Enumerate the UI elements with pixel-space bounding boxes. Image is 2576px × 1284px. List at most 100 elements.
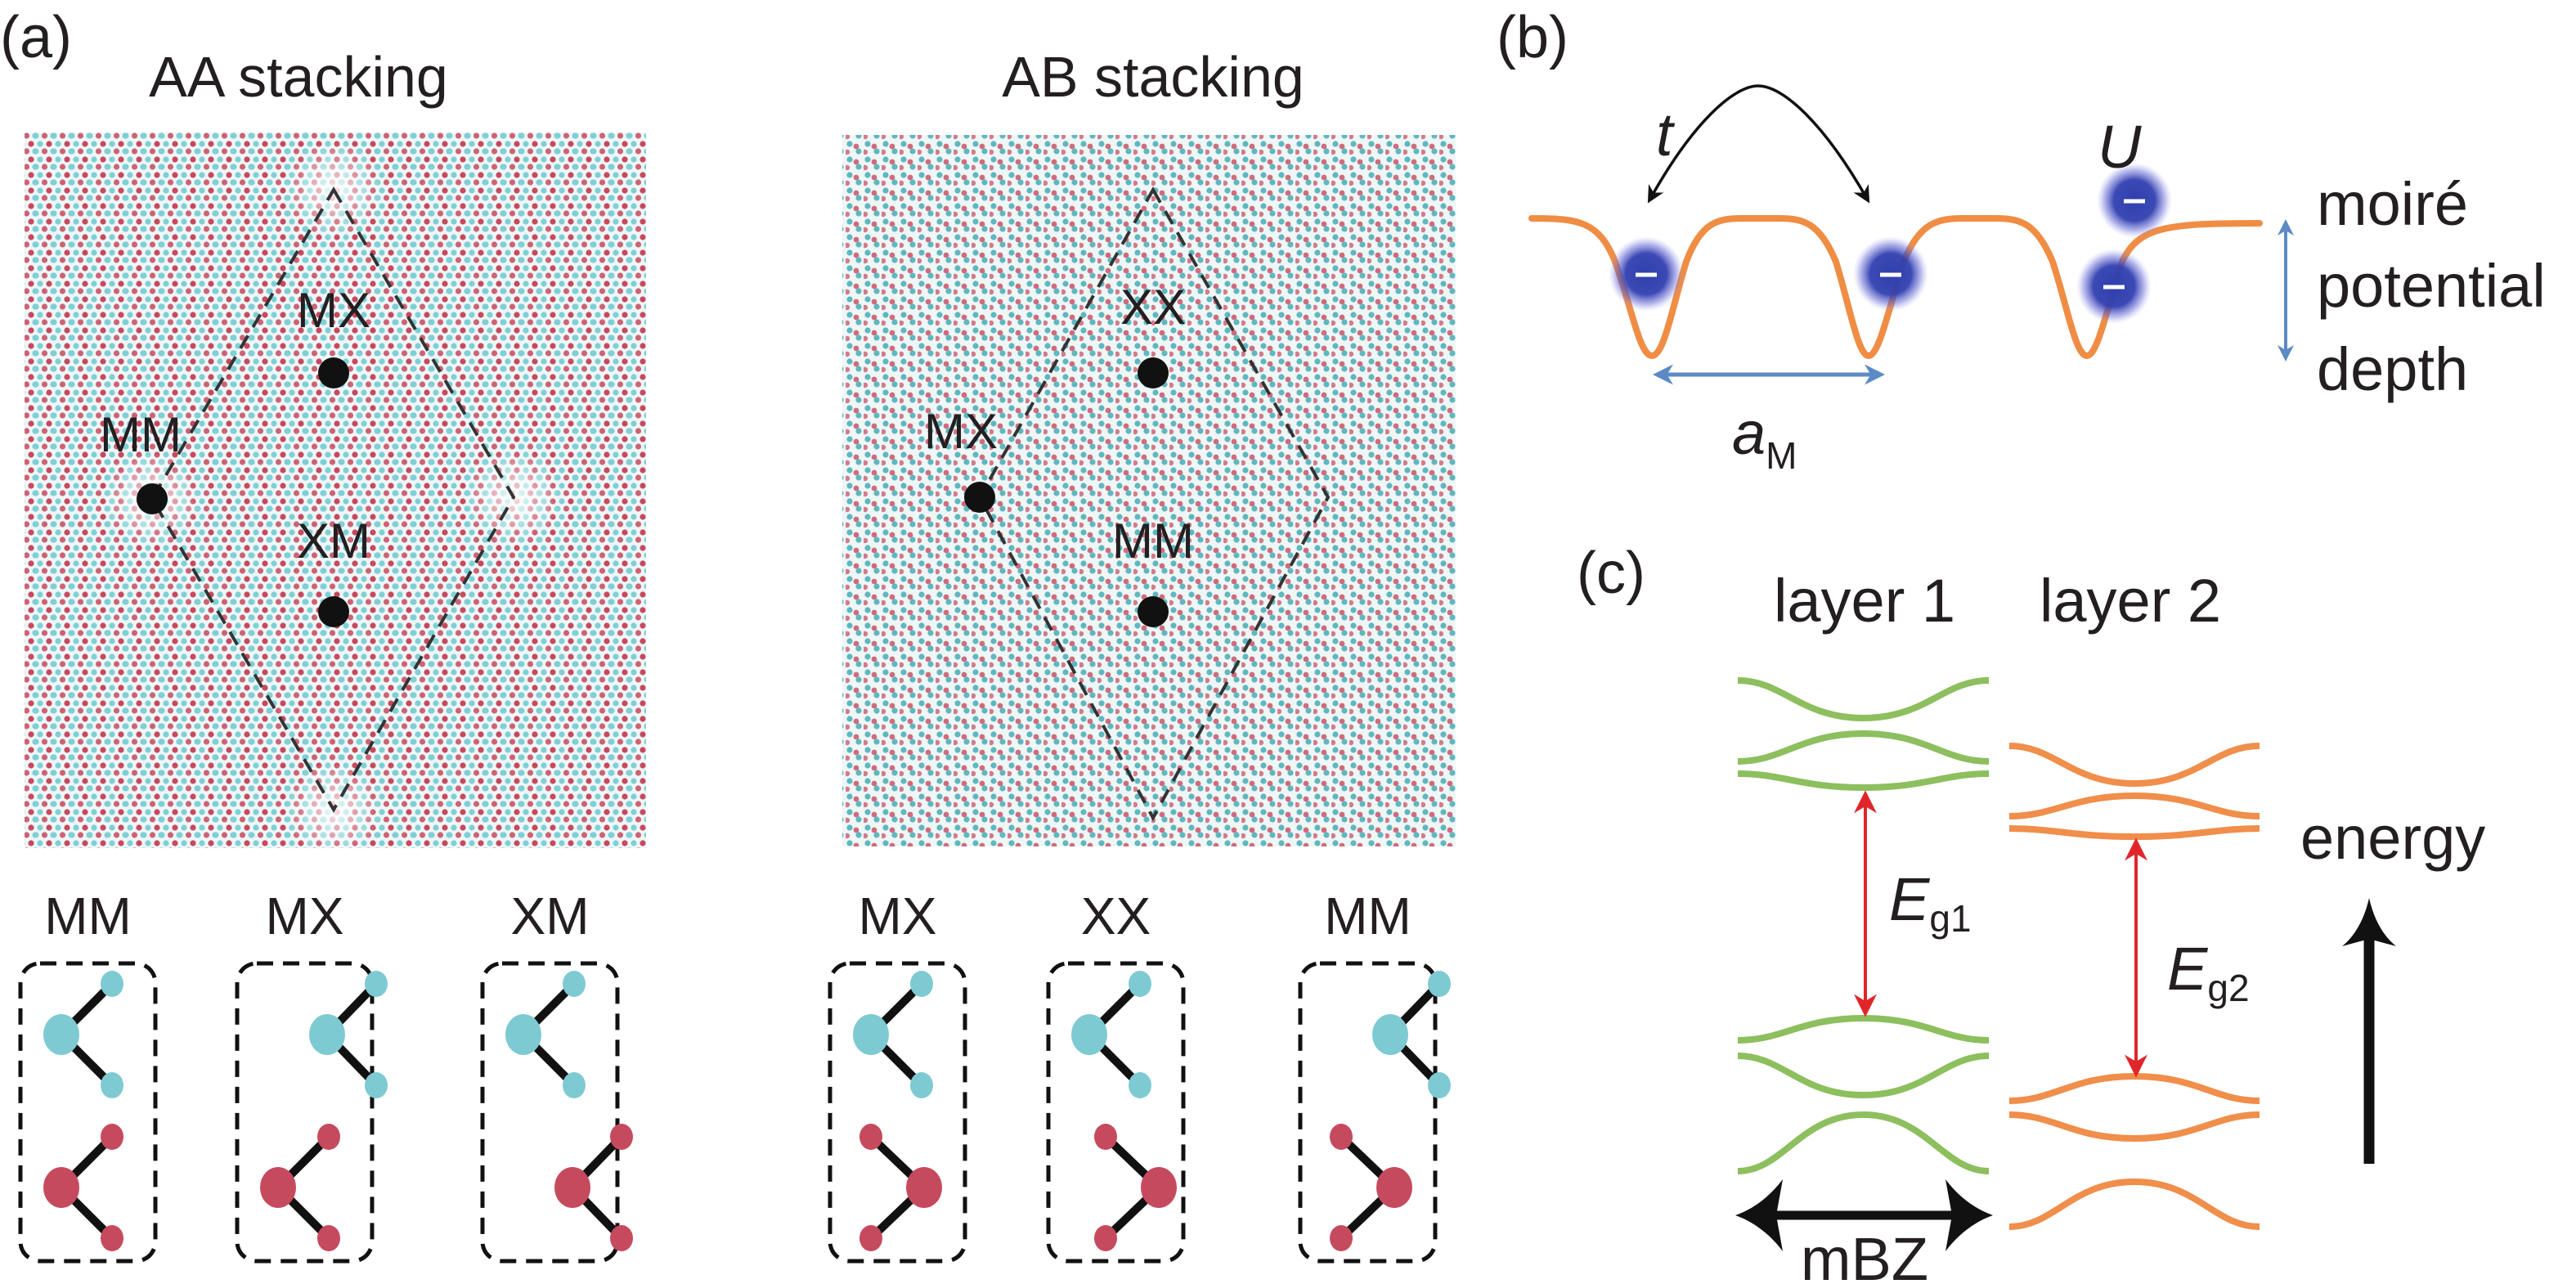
layer2-valence-band bbox=[2008, 1178, 2260, 1230]
aa-site-dot-mx bbox=[318, 357, 349, 388]
chalcogen-atom bbox=[563, 1072, 586, 1098]
layer2-conduction-band bbox=[2008, 825, 2260, 841]
chalcogen-atom bbox=[910, 1072, 933, 1098]
layer1-valence-band bbox=[1737, 1014, 1990, 1044]
layer2-valence-band bbox=[2008, 1072, 2260, 1104]
layer1-conduction-band bbox=[1737, 730, 1990, 765]
aa-site-label-top: MX bbox=[297, 283, 370, 338]
panel-b: (b) t U aM moiré poten bbox=[1497, 5, 2546, 477]
layer1-label: layer 1 bbox=[1774, 567, 1955, 635]
ab-site-dot-xx bbox=[1138, 357, 1169, 388]
energy-label: energy bbox=[2300, 804, 2485, 872]
electron-3 bbox=[2097, 163, 2172, 238]
layer1-valence-band bbox=[1737, 1053, 1990, 1099]
metal-atom bbox=[1376, 1167, 1412, 1208]
aa-stacking: AA stacking MX MM XM bbox=[25, 45, 646, 859]
layer2-valence-band bbox=[2008, 1111, 2260, 1143]
atom-config-mx: MX bbox=[235, 887, 388, 1264]
mbz-arrow bbox=[1735, 1179, 1993, 1251]
atom-config-label: MM bbox=[44, 887, 132, 945]
bottom-layer-molecule bbox=[1094, 1124, 1177, 1251]
top-layer-molecule bbox=[505, 971, 586, 1098]
chalcogen-atom bbox=[365, 971, 388, 997]
atom-config-mx: MX bbox=[828, 887, 967, 1264]
ab-site-dot-mx bbox=[964, 482, 995, 513]
aa-site-dot-mm bbox=[137, 483, 168, 514]
depth-label-line-1: moiré bbox=[2317, 170, 2468, 238]
chalcogen-atom bbox=[101, 1124, 123, 1150]
lattice-constant-label: aM bbox=[1732, 399, 1797, 477]
panel-c: (c) layer 1 layer 2 Eg1 Eg2 mBZ energy bbox=[1577, 541, 2485, 1284]
moire-potential-curve bbox=[1528, 215, 2263, 360]
chalcogen-atom bbox=[365, 1072, 388, 1098]
chalcogen-atom bbox=[101, 1225, 123, 1251]
panel-c-label: (c) bbox=[1577, 541, 1645, 606]
atom-config-xm: XM bbox=[480, 887, 633, 1264]
hopping-symbol: t bbox=[1656, 101, 1676, 168]
gap2-symbol: E bbox=[2167, 935, 2209, 1003]
chalcogen-atom bbox=[1428, 1072, 1451, 1098]
top-layer-molecule bbox=[1372, 971, 1451, 1098]
bottom-layer-molecule bbox=[859, 1124, 942, 1251]
chalcogen-atom bbox=[610, 1225, 633, 1251]
metal-atom bbox=[43, 1167, 79, 1208]
chalcogen-atom bbox=[1129, 971, 1151, 997]
aa-stacking-title: AA stacking bbox=[149, 45, 448, 109]
aa-site-label-center: XM bbox=[297, 514, 370, 568]
gap1-symbol: E bbox=[1889, 865, 1931, 933]
metal-atom bbox=[505, 1014, 541, 1055]
top-layer-molecule bbox=[309, 971, 388, 1098]
gap1-subscript: g1 bbox=[1929, 897, 1971, 940]
energy-axis-arrow bbox=[2342, 898, 2396, 1164]
ab-site-label-center: MM bbox=[1112, 514, 1194, 568]
chalcogen-atom bbox=[610, 1124, 633, 1150]
gap1-label: Eg1 bbox=[1889, 865, 1972, 940]
depth-label-line-2: potential bbox=[2317, 252, 2546, 320]
chalcogen-atom bbox=[1094, 1225, 1117, 1251]
atom-config-label: XM bbox=[511, 887, 590, 945]
chalcogen-atom bbox=[563, 971, 586, 997]
chalcogen-atom bbox=[1094, 1124, 1117, 1150]
mbz-arrowhead-left bbox=[1735, 1179, 1783, 1251]
top-layer-molecule bbox=[43, 971, 123, 1098]
panel-b-label: (b) bbox=[1497, 5, 1568, 70]
top-layer-molecule bbox=[1071, 971, 1151, 1098]
metal-atom bbox=[906, 1167, 942, 1208]
metal-atom bbox=[1141, 1167, 1177, 1208]
layer1-conduction-band bbox=[1737, 770, 1990, 792]
metal-atom bbox=[554, 1167, 590, 1208]
chalcogen-atom bbox=[1330, 1124, 1353, 1150]
atom-config-label: XX bbox=[1081, 887, 1151, 945]
aa-site-label-left: MM bbox=[100, 407, 182, 462]
chalcogen-atom bbox=[1428, 971, 1451, 997]
aa-site-dot-xm bbox=[318, 596, 349, 627]
lattice-constant-subscript: M bbox=[1766, 434, 1797, 477]
atom-config-mm: MM bbox=[18, 887, 158, 1264]
metal-atom bbox=[43, 1014, 79, 1055]
layer2-conduction-band bbox=[2008, 743, 2260, 788]
chalcogen-atom bbox=[859, 1124, 882, 1150]
atom-config-label: MX bbox=[859, 887, 937, 945]
layer1-valence-band bbox=[1737, 1111, 1990, 1174]
top-layer-molecule bbox=[853, 971, 933, 1098]
interaction-symbol: U bbox=[2098, 113, 2142, 181]
ab-moire-lattice bbox=[842, 135, 1456, 846]
layer2-label: layer 2 bbox=[2040, 567, 2221, 635]
layer2-conduction-band bbox=[2008, 792, 2260, 819]
ab-moire-unit-cell bbox=[977, 186, 1331, 822]
bottom-layer-molecule bbox=[260, 1124, 340, 1251]
atom-config-mm: MM bbox=[1298, 887, 1451, 1264]
atom-configurations: MM MX XM MX XX MM bbox=[18, 887, 1451, 1264]
ab-site-label-left: MX bbox=[924, 404, 998, 459]
energy-arrowhead bbox=[2342, 898, 2396, 946]
atom-config-label: MM bbox=[1324, 887, 1411, 945]
chalcogen-atom bbox=[1330, 1225, 1353, 1251]
atom-config-label: MX bbox=[266, 887, 344, 945]
chalcogen-atom bbox=[101, 971, 123, 997]
metal-atom bbox=[260, 1167, 296, 1208]
gap2-label: Eg2 bbox=[2167, 935, 2250, 1009]
metal-atom bbox=[1372, 1014, 1408, 1055]
bottom-layer-molecule bbox=[554, 1124, 633, 1251]
aa-moire-unit-cell bbox=[150, 186, 516, 813]
